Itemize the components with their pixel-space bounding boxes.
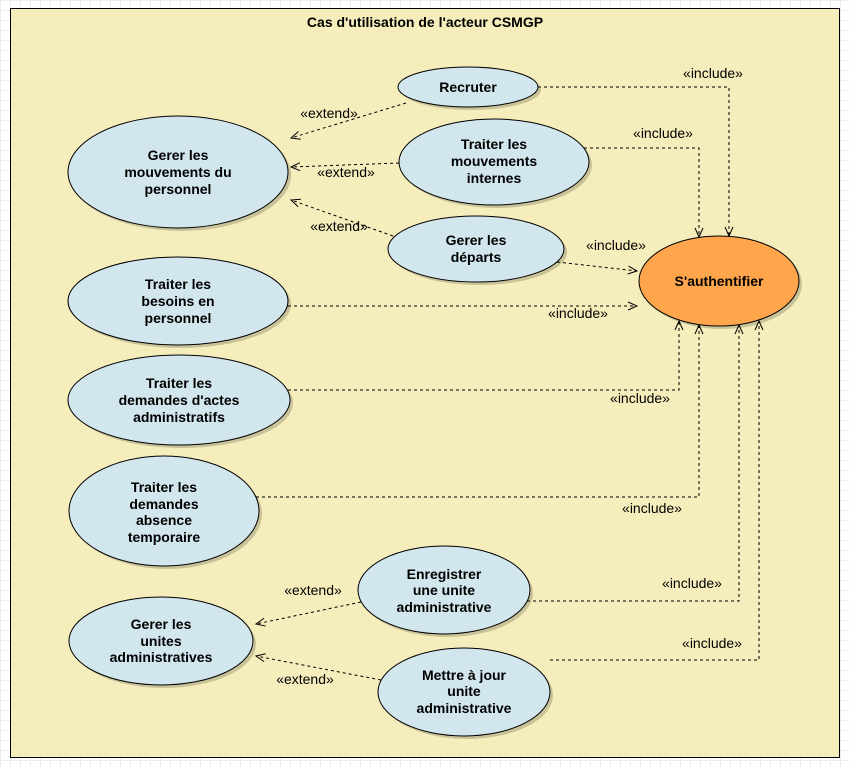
use-case-label-line: internes xyxy=(467,170,522,186)
extend-label: «extend» xyxy=(276,671,334,687)
use-case-label-line: personnel xyxy=(145,310,212,326)
use-case-label-line: une unite xyxy=(413,582,475,598)
include-label: «include» xyxy=(683,65,743,81)
use-case-ellipse xyxy=(397,66,539,108)
use-case-label-line: Gerer les xyxy=(446,232,507,248)
use-case-label-line: Enregistrer xyxy=(407,566,482,582)
use-case-ellipse xyxy=(68,596,254,686)
use-case-label-line: départs xyxy=(451,249,502,265)
extend-connector-mouvements-internes xyxy=(289,162,400,172)
extend-label: «extend» xyxy=(310,218,368,234)
use-case-label-line: Traiter les xyxy=(146,375,212,391)
use-case-label-line: administratifs xyxy=(133,409,225,425)
use-case-ellipse xyxy=(387,215,565,283)
include-label: «include» xyxy=(633,125,693,141)
include-connector-mouvements-internes xyxy=(584,147,704,239)
extend-label: «extend» xyxy=(317,164,375,180)
use-case-label-line: absence xyxy=(136,512,192,528)
include-label: «include» xyxy=(682,635,742,651)
use-case-label-line: mouvements du xyxy=(124,164,231,180)
use-case-label-line: demandes d'actes xyxy=(119,392,240,408)
include-label: «include» xyxy=(586,237,646,253)
use-case-label-line: administrative xyxy=(397,599,492,615)
use-case-label-line: personnel xyxy=(145,181,212,197)
use-case-ellipse xyxy=(67,354,291,446)
include-label: «include» xyxy=(662,575,722,591)
extend-label: «extend» xyxy=(284,582,342,598)
use-case-label-line: Traiter les xyxy=(461,136,527,152)
use-case-label-line: Mettre à jour xyxy=(422,667,507,683)
include-connector-actes xyxy=(288,319,684,391)
use-case-label-line: demandes xyxy=(129,496,198,512)
use-case-ellipse xyxy=(377,647,551,737)
extend-label: «extend» xyxy=(300,105,358,121)
relationship-labels: «include» «include» «include» «include» … xyxy=(276,65,743,687)
use-case-label-line: unites xyxy=(140,633,181,649)
use-case-ellipse xyxy=(357,545,531,635)
use-case-label-line: unite xyxy=(447,683,481,699)
include-connector-mettre-a-jour xyxy=(550,319,764,661)
use-case-label-line: temporaire xyxy=(128,529,201,545)
diagram-title: Cas d'utilisation de l'acteur CSMGP xyxy=(307,14,543,30)
extend-connector-departs xyxy=(289,198,394,237)
use-case-label-line: Traiter les xyxy=(145,276,211,292)
include-label: «include» xyxy=(622,500,682,516)
use-case-ellipse xyxy=(67,115,289,229)
use-case-label-line: mouvements xyxy=(451,153,538,169)
use-case-label-line: administratives xyxy=(110,649,213,665)
use-case-label-line: besoins en xyxy=(141,293,214,309)
use-case-label-line: Traiter les xyxy=(131,479,197,495)
use-case-ellipse xyxy=(68,455,260,567)
extend-connector-recruter xyxy=(289,102,407,140)
include-label: «include» xyxy=(548,305,608,321)
use-case-label: Recruter xyxy=(439,79,497,95)
use-case-recruter: Recruter xyxy=(397,66,541,110)
connectors xyxy=(254,86,764,681)
use-case-label-line: Gerer les xyxy=(131,616,192,632)
include-connector-enregistrer xyxy=(527,323,744,602)
use-case-s-authentifier: S'authentifier xyxy=(638,235,802,329)
use-case-label-line: S'authentifier xyxy=(675,273,764,289)
include-connector-recruter xyxy=(538,86,734,238)
include-connector-departs xyxy=(556,261,639,275)
use-case-label-line: Gerer les xyxy=(148,147,209,163)
use-case-ellipse xyxy=(67,256,289,346)
use-case-label: S'authentifier xyxy=(675,273,764,289)
use-case-label-line: administrative xyxy=(417,700,512,716)
use-case-ellipse xyxy=(638,235,800,327)
include-label: «include» xyxy=(610,390,670,406)
use-case-label-line: Recruter xyxy=(439,79,497,95)
use-case-ellipse xyxy=(398,118,590,206)
